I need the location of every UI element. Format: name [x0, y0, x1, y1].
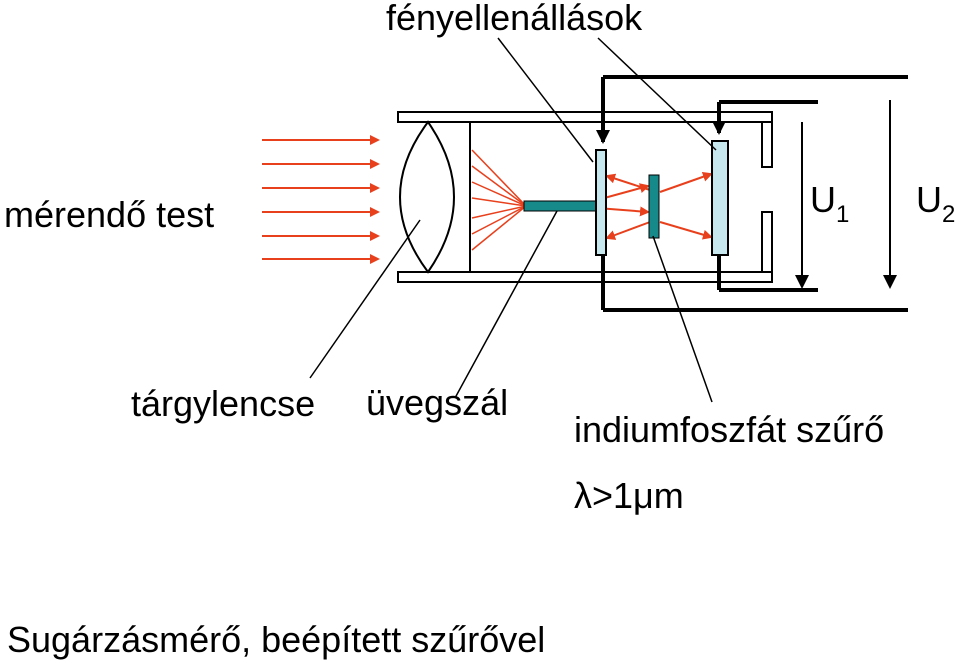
- voltage-arrows: [795, 100, 897, 289]
- lens-label: tárgylencse: [131, 383, 316, 424]
- photoresistor-2: [711, 140, 729, 256]
- object-label: mérendő test: [4, 194, 215, 235]
- indium-phosphide-filter: [648, 174, 660, 239]
- focused-rays: [471, 149, 527, 251]
- leader-lines: [309, 37, 717, 403]
- filter-label: indiumfoszfát szűrő: [574, 409, 885, 450]
- photoresistor-1: [595, 149, 607, 256]
- fiber-label: üvegszál: [366, 382, 509, 423]
- caption: Sugárzásmérő, beépített szűrővel: [7, 619, 546, 660]
- u2-label: U2: [916, 179, 955, 227]
- circuit-wires: [596, 75, 908, 312]
- photoresistors-label: fényellenállások: [386, 0, 643, 38]
- u1-subscript: 1: [836, 201, 850, 228]
- incoming-rays: [262, 135, 380, 264]
- objective-lens: [399, 120, 455, 274]
- u1-label: U1: [810, 179, 849, 227]
- housing: [397, 111, 773, 283]
- glass-fiber: [523, 200, 598, 212]
- wavelength-label: λ>1μm: [574, 475, 684, 516]
- u2-subscript: 2: [942, 201, 956, 228]
- u1-symbol: U: [810, 179, 836, 220]
- u2-symbol: U: [916, 179, 942, 220]
